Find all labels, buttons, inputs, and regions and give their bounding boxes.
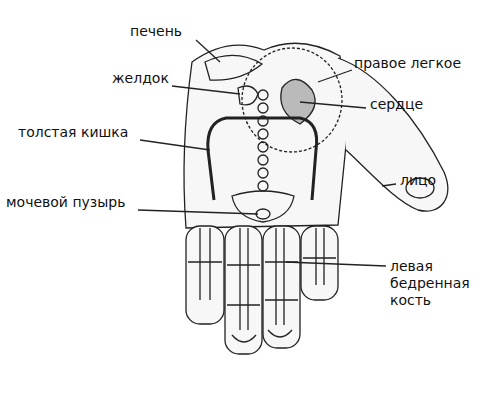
organ-label: толстая кишка xyxy=(18,124,128,141)
organ-label: сердце xyxy=(370,96,423,113)
organ-label: желдок xyxy=(112,70,169,87)
organ-label: левая бедренная кость xyxy=(390,258,474,308)
organ-label: правое легкое xyxy=(354,55,461,72)
organ-label: печень xyxy=(130,23,182,40)
organ-label: мочевой пузырь xyxy=(6,194,125,211)
organ-label: лицо xyxy=(400,172,436,189)
